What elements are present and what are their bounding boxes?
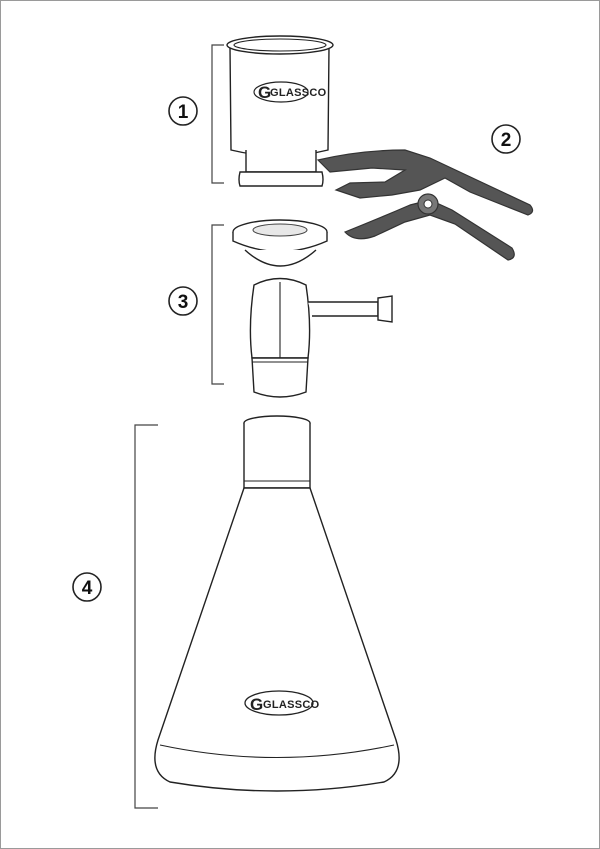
- clamp: [316, 149, 534, 261]
- funnel-flange: [238, 171, 324, 187]
- bracket-part-1: [211, 44, 224, 184]
- bracket-part-4: [134, 424, 158, 809]
- callout-3: 3: [168, 286, 198, 316]
- flask-logo-g: G: [250, 695, 263, 714]
- funnel-neck: [245, 150, 317, 173]
- funnel-rim-inner: [233, 38, 327, 52]
- support-bowl: [244, 249, 317, 267]
- funnel: G GLASSCO: [226, 35, 334, 187]
- callout-1-number: 1: [178, 102, 189, 123]
- callout-2: 2: [491, 124, 521, 154]
- side-arm: [308, 301, 379, 317]
- clamp-lower-arm: [343, 199, 515, 261]
- side-arm-tip: [377, 295, 393, 323]
- callout-4-number: 4: [82, 578, 93, 599]
- callout-4: 4: [72, 572, 102, 602]
- funnel-logo: G GLASSCO: [253, 81, 327, 103]
- fritted-disc: [252, 223, 308, 237]
- funnel-logo-g: G: [258, 83, 271, 102]
- clamp-upper-arm: [316, 149, 534, 216]
- flask-body: [154, 487, 400, 792]
- flask-neck: [243, 423, 311, 489]
- clamp-pivot-hole: [423, 199, 433, 209]
- bracket-part-3: [211, 224, 224, 385]
- callout-2-number: 2: [501, 130, 512, 151]
- filter-support: [232, 219, 393, 398]
- flask: G GLASSCO: [154, 415, 400, 792]
- flask-base-edge: [159, 744, 395, 759]
- ground-joint: [251, 357, 309, 398]
- flask-logo: G GLASSCO: [244, 690, 320, 716]
- flask-logo-text: GLASSCO: [263, 699, 320, 711]
- callout-1: 1: [168, 96, 198, 126]
- callout-3-number: 3: [178, 292, 189, 313]
- funnel-logo-text: GLASSCO: [270, 87, 327, 99]
